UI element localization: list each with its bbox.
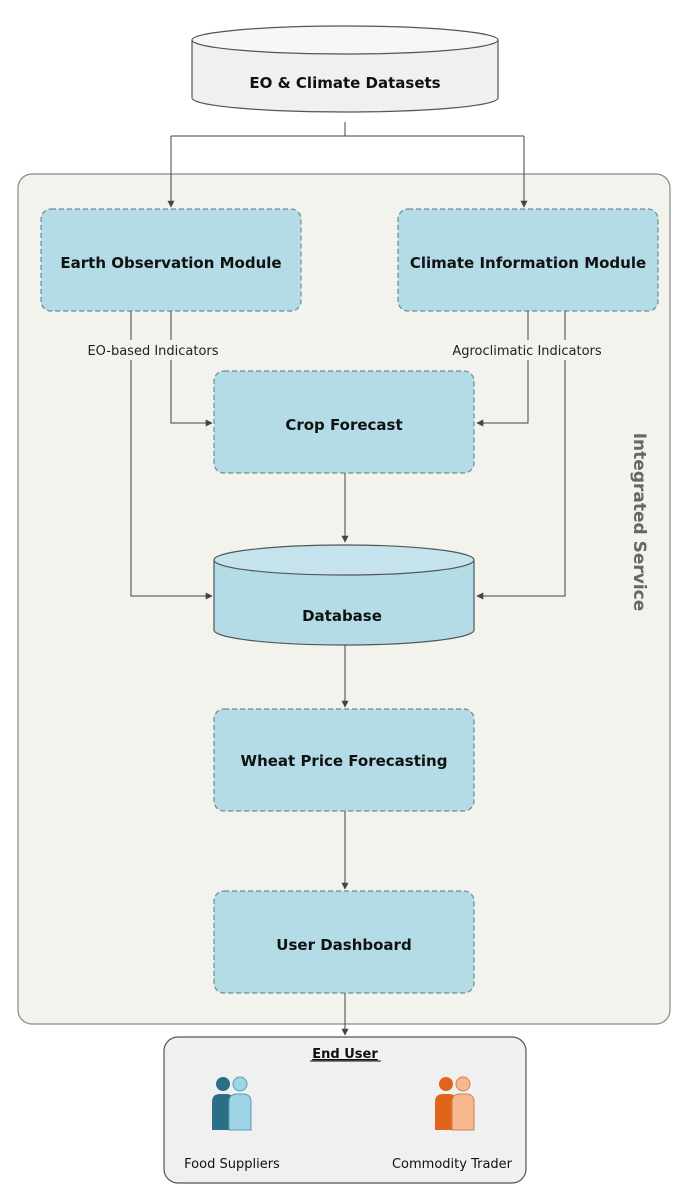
climate-module-box: Climate Information Module <box>397 208 659 312</box>
wheat-price-box: Wheat Price Forecasting <box>213 708 475 812</box>
wheat-price-label: Wheat Price Forecasting <box>241 752 448 770</box>
climate-module-label: Climate Information Module <box>410 254 646 272</box>
datasets-cylinder: EO & Climate Datasets <box>191 25 499 113</box>
crop-forecast-box: Crop Forecast <box>213 370 475 474</box>
end-user-box: End User Food Suppliers Commodity Trader <box>163 1036 527 1184</box>
eo-module-label: Earth Observation Module <box>60 254 281 272</box>
database-label: Database <box>302 607 382 625</box>
database-cylinder: Database <box>213 544 475 646</box>
dataset-connectors <box>167 122 528 208</box>
datasets-label: EO & Climate Datasets <box>249 74 440 92</box>
people-icon <box>212 1076 252 1131</box>
end-user-title: End User <box>312 1047 378 1062</box>
eo-indicators-label: EO-based Indicators <box>87 344 218 359</box>
food-suppliers-label: Food Suppliers <box>184 1157 280 1172</box>
dashboard-box: User Dashboard <box>213 890 475 994</box>
eo-module-box: Earth Observation Module <box>40 208 302 312</box>
integrated-service-label: Integrated Service <box>629 433 649 612</box>
crop-forecast-label: Crop Forecast <box>285 416 402 434</box>
dashboard-label: User Dashboard <box>276 936 411 954</box>
edge-labels: EO-based Indicators Agroclimatic Indicat… <box>78 340 609 360</box>
people-icon <box>435 1076 475 1131</box>
agro-indicators-label: Agroclimatic Indicators <box>452 344 602 359</box>
commodity-trader-label: Commodity Trader <box>392 1157 513 1172</box>
